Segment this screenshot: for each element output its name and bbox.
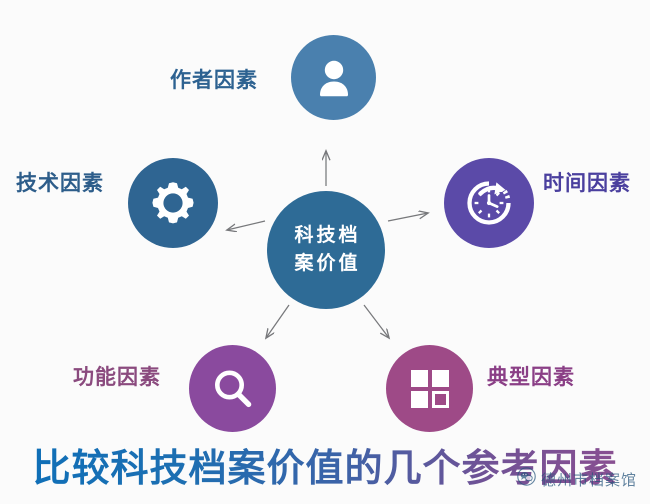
hub-line-1: 科技档 (294, 225, 361, 247)
page-title: 比较科技档案价值的几个参考因素 (0, 437, 650, 492)
center-hub[interactable]: 科技档 案价值 (267, 191, 385, 309)
technology-label: 技术因素 (16, 172, 104, 195)
arrow-to-typical (363, 304, 389, 338)
grid-four-squares-icon (407, 366, 453, 412)
person-icon (310, 54, 358, 102)
watermark: 德州市档案馆 (517, 467, 637, 491)
author-bubble[interactable] (291, 35, 376, 120)
arrow-to-time (387, 213, 428, 222)
function-bubble[interactable] (189, 345, 276, 432)
time-label: 时间因素 (543, 172, 631, 195)
time-bubble[interactable] (444, 158, 534, 248)
technology-bubble[interactable] (128, 158, 218, 248)
author-label: 作者因素 (170, 69, 258, 92)
clock-arrow-icon (460, 174, 518, 232)
typical-bubble[interactable] (386, 345, 473, 432)
hub-line-2: 案价值 (294, 253, 361, 274)
magnifier-icon (208, 364, 258, 414)
gear-icon (147, 177, 199, 229)
arrow-to-function (266, 304, 290, 338)
arrow-to-technology (227, 220, 266, 230)
wechat-icon (517, 467, 536, 491)
function-label: 功能因素 (73, 366, 161, 389)
watermark-text: 德州市档案馆 (541, 472, 638, 489)
typical-label: 典型因素 (487, 366, 575, 389)
